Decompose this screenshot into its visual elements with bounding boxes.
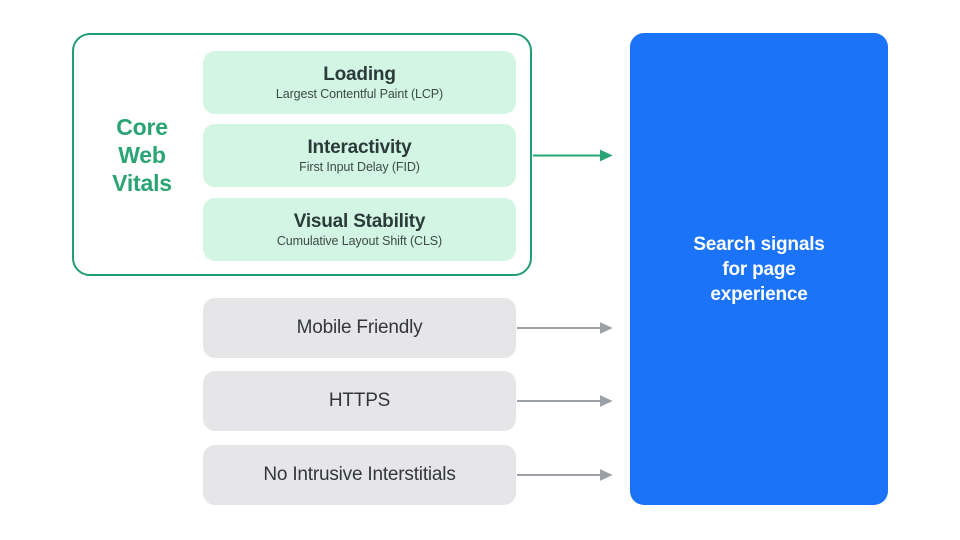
metric-subtitle: First Input Delay (FID) [299, 160, 420, 174]
signal-card-mobile-friendly[interactable]: Mobile Friendly [203, 298, 516, 358]
metric-subtitle: Largest Contentful Paint (LCP) [275, 87, 444, 101]
metric-title: Visual Stability [293, 211, 426, 232]
metric-card-loading[interactable]: Loading Largest Contentful Paint (LCP) [203, 51, 516, 114]
core-web-vitals-label: Core Web Vitals [96, 113, 188, 197]
metric-card-visual-stability[interactable]: Visual Stability Cumulative Layout Shift… [203, 198, 516, 261]
signal-card-https[interactable]: HTTPS [203, 371, 516, 431]
signal-card-no-intrusive-interstitials[interactable]: No Intrusive Interstitials [203, 445, 516, 505]
core-web-vitals-label-line-1: Core [116, 114, 168, 140]
search-signals-box[interactable]: Search signals for page experience [630, 33, 888, 505]
signal-label: No Intrusive Interstitials [263, 464, 456, 485]
signal-label: HTTPS [328, 390, 391, 411]
core-web-vitals-label-line-3: Vitals [112, 170, 172, 196]
core-web-vitals-label-line-2: Web [118, 142, 166, 168]
metric-title: Loading [323, 64, 396, 85]
metric-subtitle: Cumulative Layout Shift (CLS) [276, 234, 443, 248]
metric-card-interactivity[interactable]: Interactivity First Input Delay (FID) [203, 124, 516, 187]
signal-label: Mobile Friendly [296, 317, 423, 338]
metric-title: Interactivity [307, 137, 412, 158]
search-signals-label: Search signals for page experience [693, 233, 825, 305]
